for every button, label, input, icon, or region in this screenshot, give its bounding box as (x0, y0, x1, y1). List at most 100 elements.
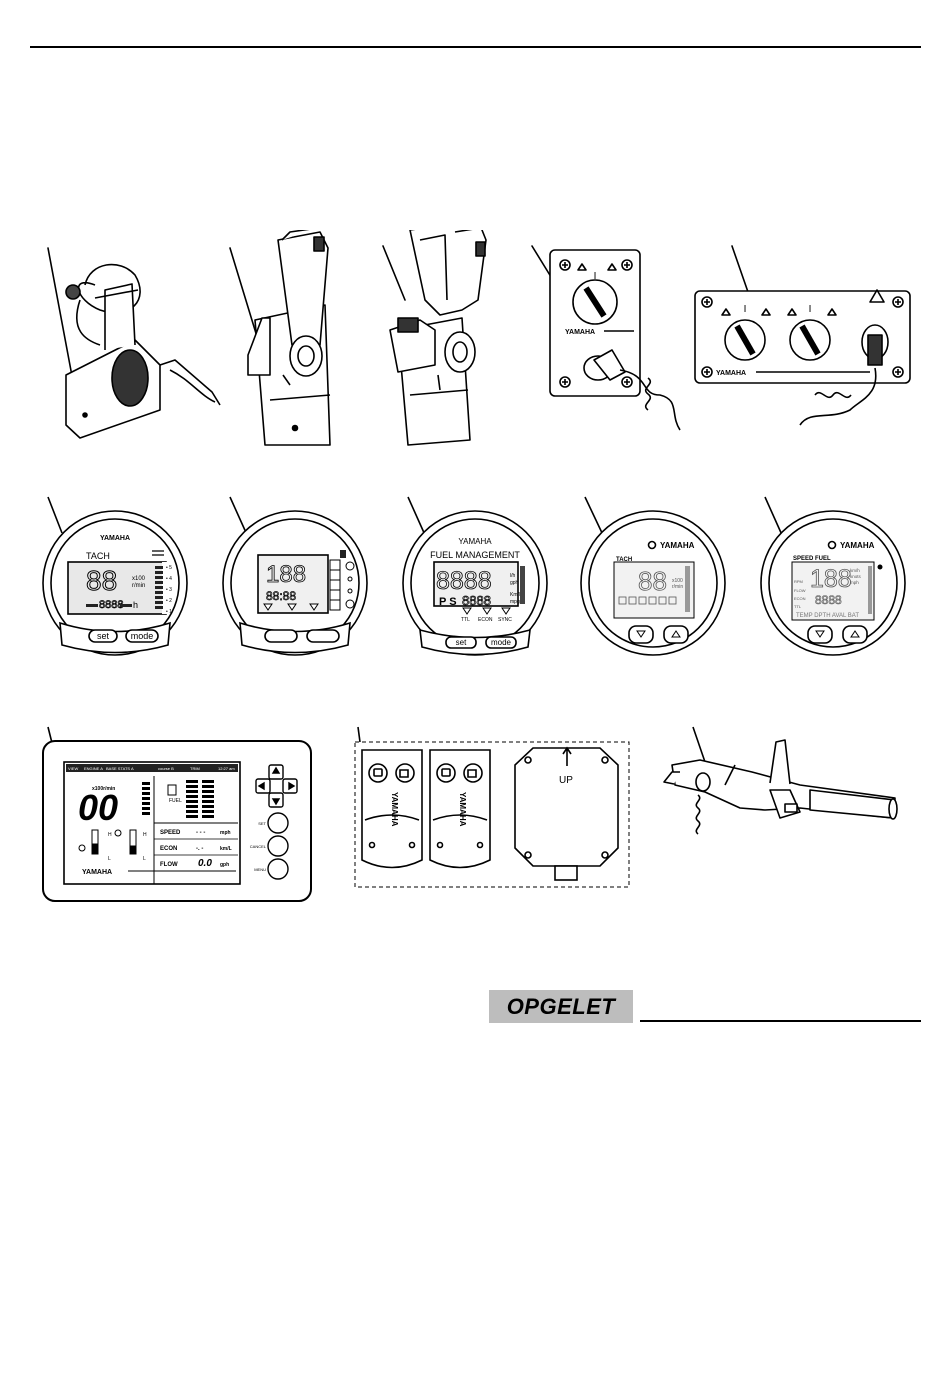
svg-text:mpg: mpg (510, 599, 520, 605)
caution-rule (640, 1020, 921, 1022)
top-mount-single-control (247, 230, 331, 446)
svg-text:ECON: ECON (160, 846, 177, 852)
svg-text:8888: 8888 (436, 567, 492, 595)
fuel-management-gauge: YAMAHA FUEL MANAGEMENT 8888 P S 8888 l/h… (402, 510, 548, 656)
svg-text:SPEED FUEL: SPEED FUEL (793, 556, 831, 562)
svg-text:MENU: MENU (254, 867, 266, 872)
svg-text:YAMAHA: YAMAHA (458, 792, 467, 827)
svg-text:0.0: 0.0 (198, 858, 212, 869)
svg-text:FLOW: FLOW (160, 862, 178, 868)
svg-text:• 3: • 3 (166, 587, 172, 593)
side-mount-control (65, 263, 221, 439)
mode-button-label: mode (131, 631, 154, 641)
svg-text:00: 00 (78, 787, 118, 828)
svg-text:YAMAHA: YAMAHA (840, 541, 875, 550)
set-button-label: set (97, 631, 110, 641)
svg-text:• 1: • 1 (166, 609, 172, 615)
svg-text:l/h: l/h (510, 573, 516, 579)
svg-text:L: L (143, 856, 146, 862)
svg-text:P S: P S (439, 596, 457, 608)
svg-text:x100r/min: x100r/min (92, 786, 115, 792)
svg-text:SPEED: SPEED (160, 830, 181, 836)
svg-text:RPM: RPM (794, 579, 803, 584)
single-switch-panel: I YAMAHA (549, 249, 681, 431)
svg-text:- - -: - - - (196, 830, 205, 836)
svg-text:H: H (108, 832, 112, 838)
svg-text:Km/l: Km/l (510, 592, 520, 598)
svg-text:YAMAHA: YAMAHA (100, 535, 130, 542)
svg-text:88: 88 (638, 566, 667, 596)
svg-text:8888: 8888 (815, 593, 842, 607)
svg-text:CANCEL: CANCEL (250, 844, 267, 849)
display-brand: YAMAHA (82, 869, 112, 876)
round-speed-fuel-gauge: YAMAHA SPEED FUEL 188 km/h knots mph 888… (760, 510, 906, 656)
svg-text:FUEL MANAGEMENT: FUEL MANAGEMENT (430, 550, 520, 560)
svg-text:BASE STATS A: BASE STATS A (106, 766, 134, 771)
svg-text:km/L: km/L (220, 846, 232, 852)
svg-text:SYNC: SYNC (498, 617, 512, 623)
svg-text:TACH: TACH (616, 557, 632, 563)
svg-text:12:27 am: 12:27 am (218, 766, 235, 771)
caution-label: OPGELET (489, 990, 633, 1023)
tach-gauge: set mode YAMAHA TACH 88 x100 r/min 8888 … (42, 510, 188, 656)
svg-text:r/min: r/min (132, 583, 145, 589)
svg-text:VIEW: VIEW (68, 766, 78, 771)
up-label: UP (559, 775, 573, 786)
svg-text:ENGINE A: ENGINE A (84, 766, 103, 771)
illustration-row-controls: I YAMAHA I I (47, 230, 911, 446)
svg-text:8888: 8888 (462, 593, 491, 608)
svg-text:ECON: ECON (478, 617, 493, 623)
svg-text:gph: gph (510, 580, 519, 586)
dual-switch-panel: I I YAMAHA (694, 289, 911, 426)
svg-text:88:88: 88:88 (266, 589, 296, 603)
svg-text:FLOW: FLOW (794, 588, 806, 593)
svg-text:TTL: TTL (794, 604, 802, 609)
svg-text:-. -: -. - (196, 846, 203, 852)
svg-text:L: L (108, 856, 111, 862)
svg-text:188: 188 (810, 565, 852, 593)
svg-text:ECON: ECON (794, 596, 806, 601)
svg-text:TRIM: TRIM (190, 766, 200, 771)
top-rule (30, 46, 921, 48)
svg-text:km/h: km/h (850, 568, 860, 573)
svg-text:TEMP DPTH AVAL BAT: TEMP DPTH AVAL BAT (796, 613, 859, 619)
top-mount-dual-control (389, 230, 487, 446)
svg-text:YAMAHA: YAMAHA (660, 541, 695, 550)
svg-text:mph: mph (850, 580, 859, 585)
svg-text:h: h (133, 600, 138, 610)
svg-text:YAMAHA: YAMAHA (390, 792, 399, 827)
svg-text:set: set (456, 638, 467, 647)
svg-text:x100: x100 (672, 578, 683, 584)
svg-text:course B: course B (158, 766, 174, 771)
svg-text:YAMAHA: YAMAHA (458, 537, 492, 546)
svg-text:I: I (594, 271, 597, 282)
illustration-row-displays: VIEW ENGINE A BASE STATS A course B TRIM… (42, 726, 898, 902)
svg-text:FUEL: FUEL (169, 798, 182, 804)
dpad (255, 764, 298, 880)
svg-text:knots: knots (850, 574, 862, 579)
svg-text:• 4: • 4 (166, 576, 172, 582)
svg-text:r/min: r/min (672, 584, 683, 590)
multifunction-display-6y8: VIEW ENGINE A BASE STATS A course B TRIM… (42, 740, 312, 902)
svg-text:H: H (143, 832, 147, 838)
svg-text:I: I (809, 304, 812, 315)
round-tach-gauge: YAMAHA TACH 88 x100 r/min (580, 510, 726, 656)
svg-text:x100: x100 (132, 576, 146, 582)
svg-text:mode: mode (491, 638, 512, 647)
svg-text:TACH: TACH (86, 551, 110, 561)
svg-text:• 2: • 2 (166, 598, 172, 604)
svg-text:TTL: TTL (461, 617, 470, 623)
svg-text:mph: mph (220, 830, 231, 836)
fuel-gauge: 188 88:88 (222, 510, 368, 656)
svg-text:I: I (744, 304, 747, 315)
svg-text:188: 188 (266, 561, 306, 588)
svg-text:gph: gph (220, 862, 229, 868)
svg-text:SET: SET (258, 821, 266, 826)
remote-control-set: YAMAHA YAMAHA UP (354, 741, 630, 888)
tiller-handle (663, 739, 898, 835)
svg-text:88: 88 (86, 565, 117, 596)
panel-brand-text: YAMAHA (565, 329, 595, 336)
svg-text:• 5: • 5 (166, 565, 172, 571)
illustration-row-gauges: set mode YAMAHA TACH 88 x100 r/min 8888 … (42, 496, 906, 656)
